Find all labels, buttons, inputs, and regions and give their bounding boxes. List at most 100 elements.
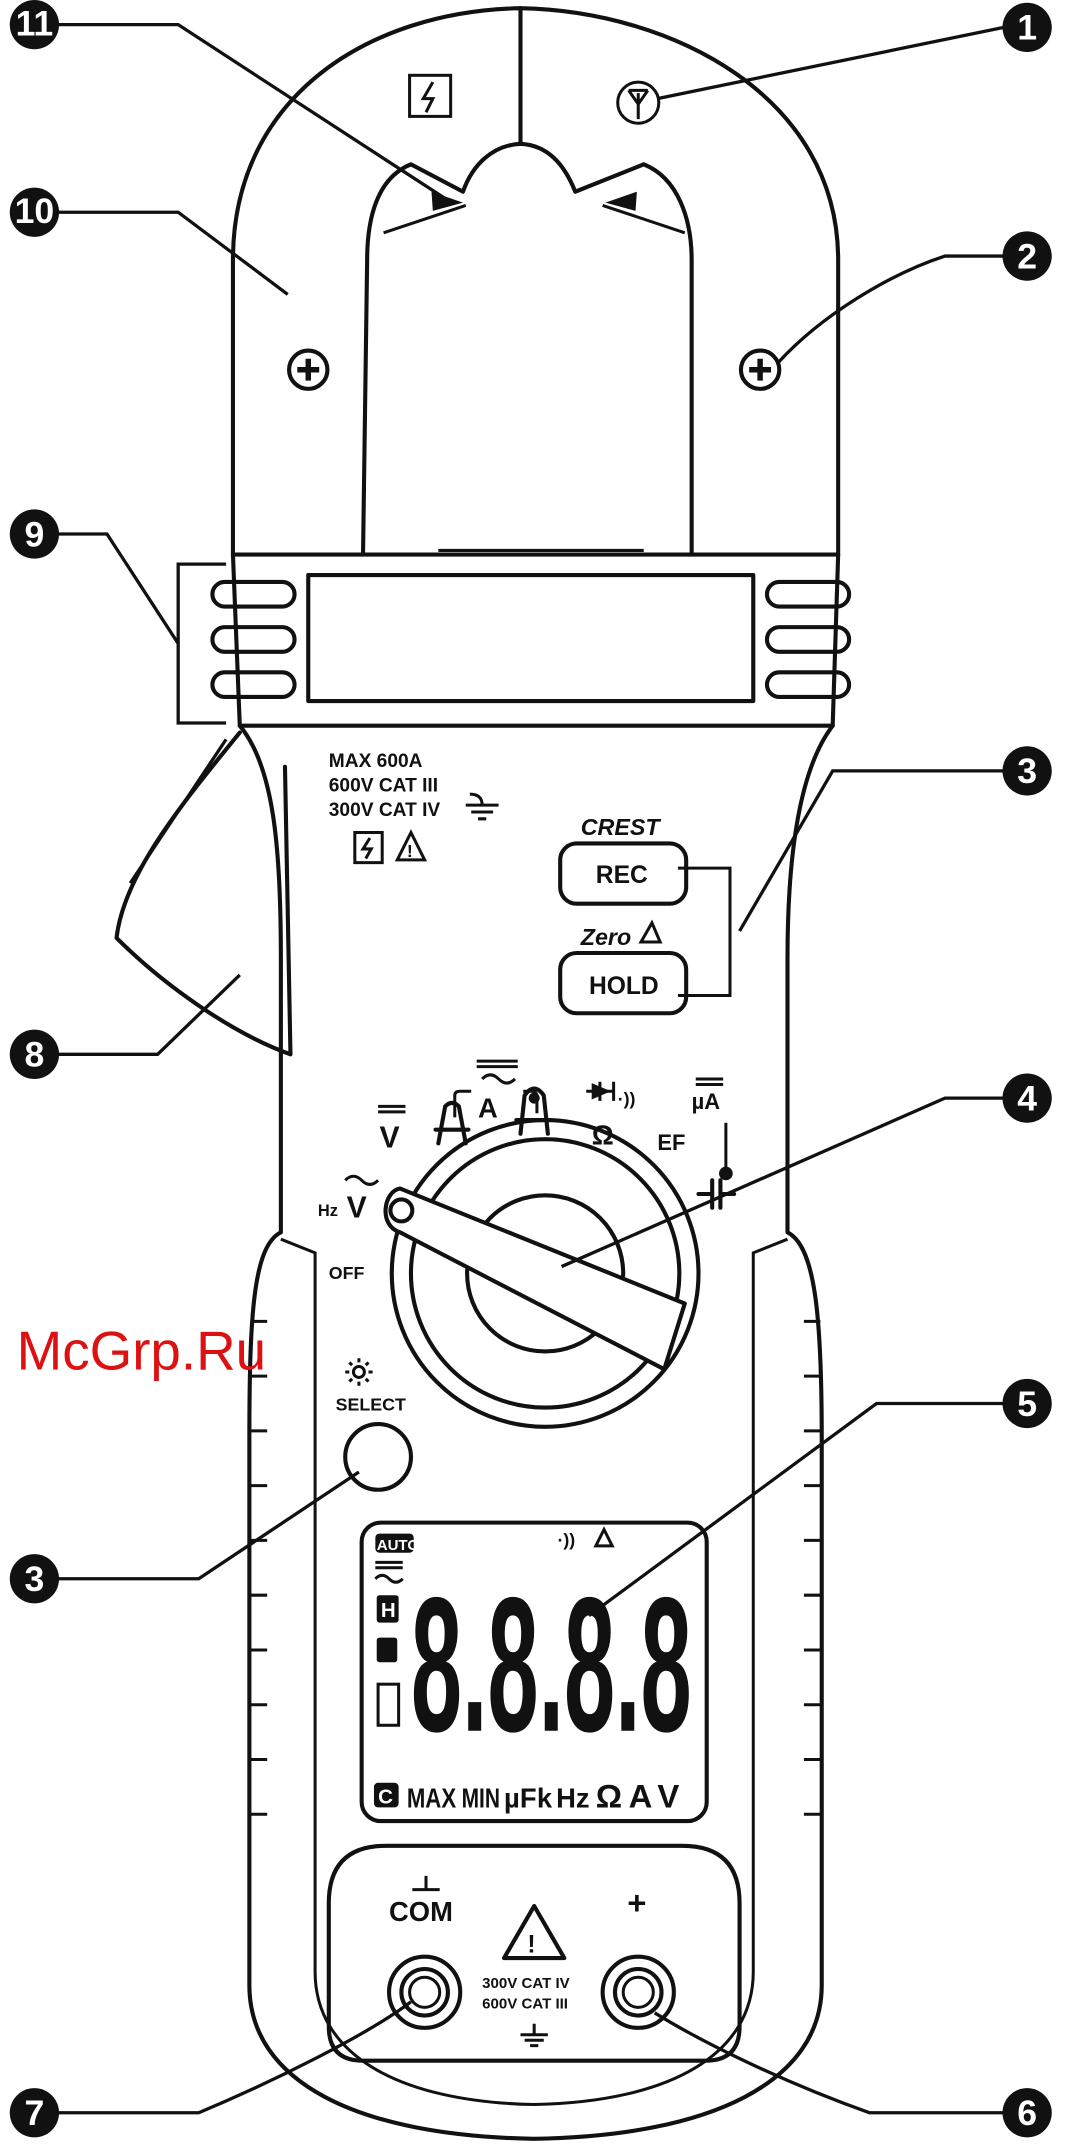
lcd-digits: 8.8.8.8 (411, 1557, 692, 1772)
dial-position-amps[interactable]: A (453, 1059, 539, 1123)
dial-position-inrush[interactable] (514, 1086, 553, 1136)
crest-label: CREST (581, 814, 662, 840)
plus-label: + (627, 1884, 646, 1921)
warning-icon: ! (394, 829, 428, 862)
callout-7: 7 (9, 2088, 60, 2138)
svg-text:1: 1 (1017, 8, 1037, 48)
lcd-ohm: Ω (596, 1777, 622, 1814)
input-jacks-panel: COM + ! 300V CAT IV 600V CAT III (326, 1843, 742, 2063)
jaw-collar (210, 548, 852, 728)
dial-ef-label[interactable]: EF (657, 1130, 685, 1155)
dial-off-label[interactable]: OFF (329, 1263, 365, 1283)
dial-position-ac-volts[interactable]: V Hz (318, 1174, 380, 1224)
dial-hz-label: Hz (318, 1202, 338, 1220)
callout-9: 9 (9, 509, 60, 559)
grip-ridges-right (764, 579, 852, 700)
dial-acv-label: V (347, 1191, 367, 1224)
lcd-a: A (629, 1777, 653, 1814)
positive-jack[interactable] (600, 1954, 676, 2030)
select-button[interactable] (343, 1421, 414, 1492)
callout-2: 2 (1002, 231, 1052, 281)
lcd-min: MIN (462, 1782, 500, 1813)
dial-amps-label: A (478, 1092, 498, 1123)
dial-dcv-label: V (379, 1121, 399, 1154)
delta-icon (638, 919, 663, 944)
lcd-display: AUTO H ·)) 8.8.8.8 C MAX MIN µF k Hz Ω A… (359, 1520, 709, 1824)
dial-position-amps-clamp[interactable] (433, 1100, 471, 1146)
svg-text:!: ! (407, 841, 413, 861)
watermark: McGrp.Ru (17, 1319, 267, 1381)
backlight-icon (345, 1358, 373, 1386)
callout-5: 5 (1002, 1378, 1052, 1429)
rating-current: MAX 600A (329, 751, 423, 772)
rating-cat4: 300V CAT IV (329, 800, 441, 821)
rec-button[interactable]: REC (558, 841, 689, 906)
svg-text:8: 8 (25, 1035, 45, 1075)
warning-icon: ! (502, 1903, 567, 1961)
callout-3-select: 3 (9, 1554, 60, 1604)
rotary-pointer[interactable] (383, 1186, 687, 1372)
thermometer-icon[interactable] (719, 1122, 733, 1181)
capacitor-icon[interactable] (696, 1178, 737, 1210)
svg-text:3: 3 (1017, 751, 1037, 791)
callout-4: 4 (1002, 1073, 1052, 1123)
callout-3: 3 (1002, 746, 1052, 796)
callout-11: 11 (9, 0, 60, 50)
callout-1: 1 (1002, 2, 1052, 53)
ground-icon (465, 792, 499, 821)
lcd-max: MAX (407, 1782, 457, 1813)
rotary-switch[interactable] (383, 1118, 701, 1429)
diode-icon (591, 1083, 611, 1100)
jack-rating-cat4: 300V CAT IV (482, 1975, 570, 1992)
ground-icon (520, 2023, 548, 2048)
svg-text:9: 9 (25, 514, 45, 554)
com-ground-icon (412, 1875, 440, 1892)
svg-text:4: 4 (1017, 1078, 1037, 1118)
continuity-icon: ·)) (618, 1089, 636, 1109)
lcd-continuity-icon: ·)) (557, 1530, 575, 1550)
dial-microamps-label: µA (692, 1089, 721, 1114)
svg-text:10: 10 (15, 191, 55, 231)
side-ridges (250, 1319, 821, 1816)
svg-text:5: 5 (1017, 1384, 1037, 1424)
svg-text:11: 11 (16, 4, 54, 44)
callout-6: 6 (1002, 2088, 1052, 2138)
jack-rating-cat3: 600V CAT III (482, 1996, 568, 2013)
dial-position-ohm-diode[interactable]: ·)) Ω (586, 1081, 636, 1151)
svg-text:7: 7 (25, 2093, 45, 2133)
select-label: SELECT (336, 1394, 406, 1414)
callout-8: 8 (9, 1029, 60, 1079)
meter-body (237, 723, 835, 2141)
jaw-marker-right (605, 191, 637, 211)
rating-cat3: 600V CAT III (329, 775, 438, 796)
antenna-icon (616, 80, 661, 125)
svg-text:6: 6 (1017, 2093, 1037, 2133)
zero-label: Zero (580, 924, 631, 950)
lcd-delta-icon (593, 1526, 615, 1548)
dial-position-dc-volts[interactable]: V (378, 1104, 406, 1154)
lcd-v: V (657, 1777, 679, 1814)
hold-button[interactable]: HOLD (558, 950, 689, 1016)
lcd-c-flag: C (378, 1785, 393, 1808)
svg-text:3: 3 (25, 1559, 45, 1599)
lcd-hz: Hz (556, 1782, 589, 1813)
lcd-minus-sign (376, 1637, 398, 1663)
grip-ridges-left (210, 579, 297, 700)
callout-10: 10 (9, 187, 60, 237)
rec-button-label: REC (596, 862, 648, 889)
lcd-k: k (537, 1782, 553, 1813)
screw-right-icon (738, 348, 782, 391)
lcd-units: MAX MIN µF k Hz Ω A V (407, 1777, 680, 1814)
lightning-box-icon (353, 831, 384, 865)
lcd-uf: µF (504, 1782, 537, 1813)
clamp-jaw (230, 6, 841, 557)
hold-button-label: HOLD (589, 973, 659, 1000)
lightning-icon (408, 73, 453, 118)
dial-position-microamps[interactable]: µA (692, 1077, 724, 1114)
battery-icon (376, 1682, 401, 1727)
com-jack[interactable] (386, 1954, 463, 2030)
com-label: COM (389, 1896, 453, 1927)
screw-left-icon (287, 348, 330, 391)
svg-text:2: 2 (1017, 236, 1037, 276)
